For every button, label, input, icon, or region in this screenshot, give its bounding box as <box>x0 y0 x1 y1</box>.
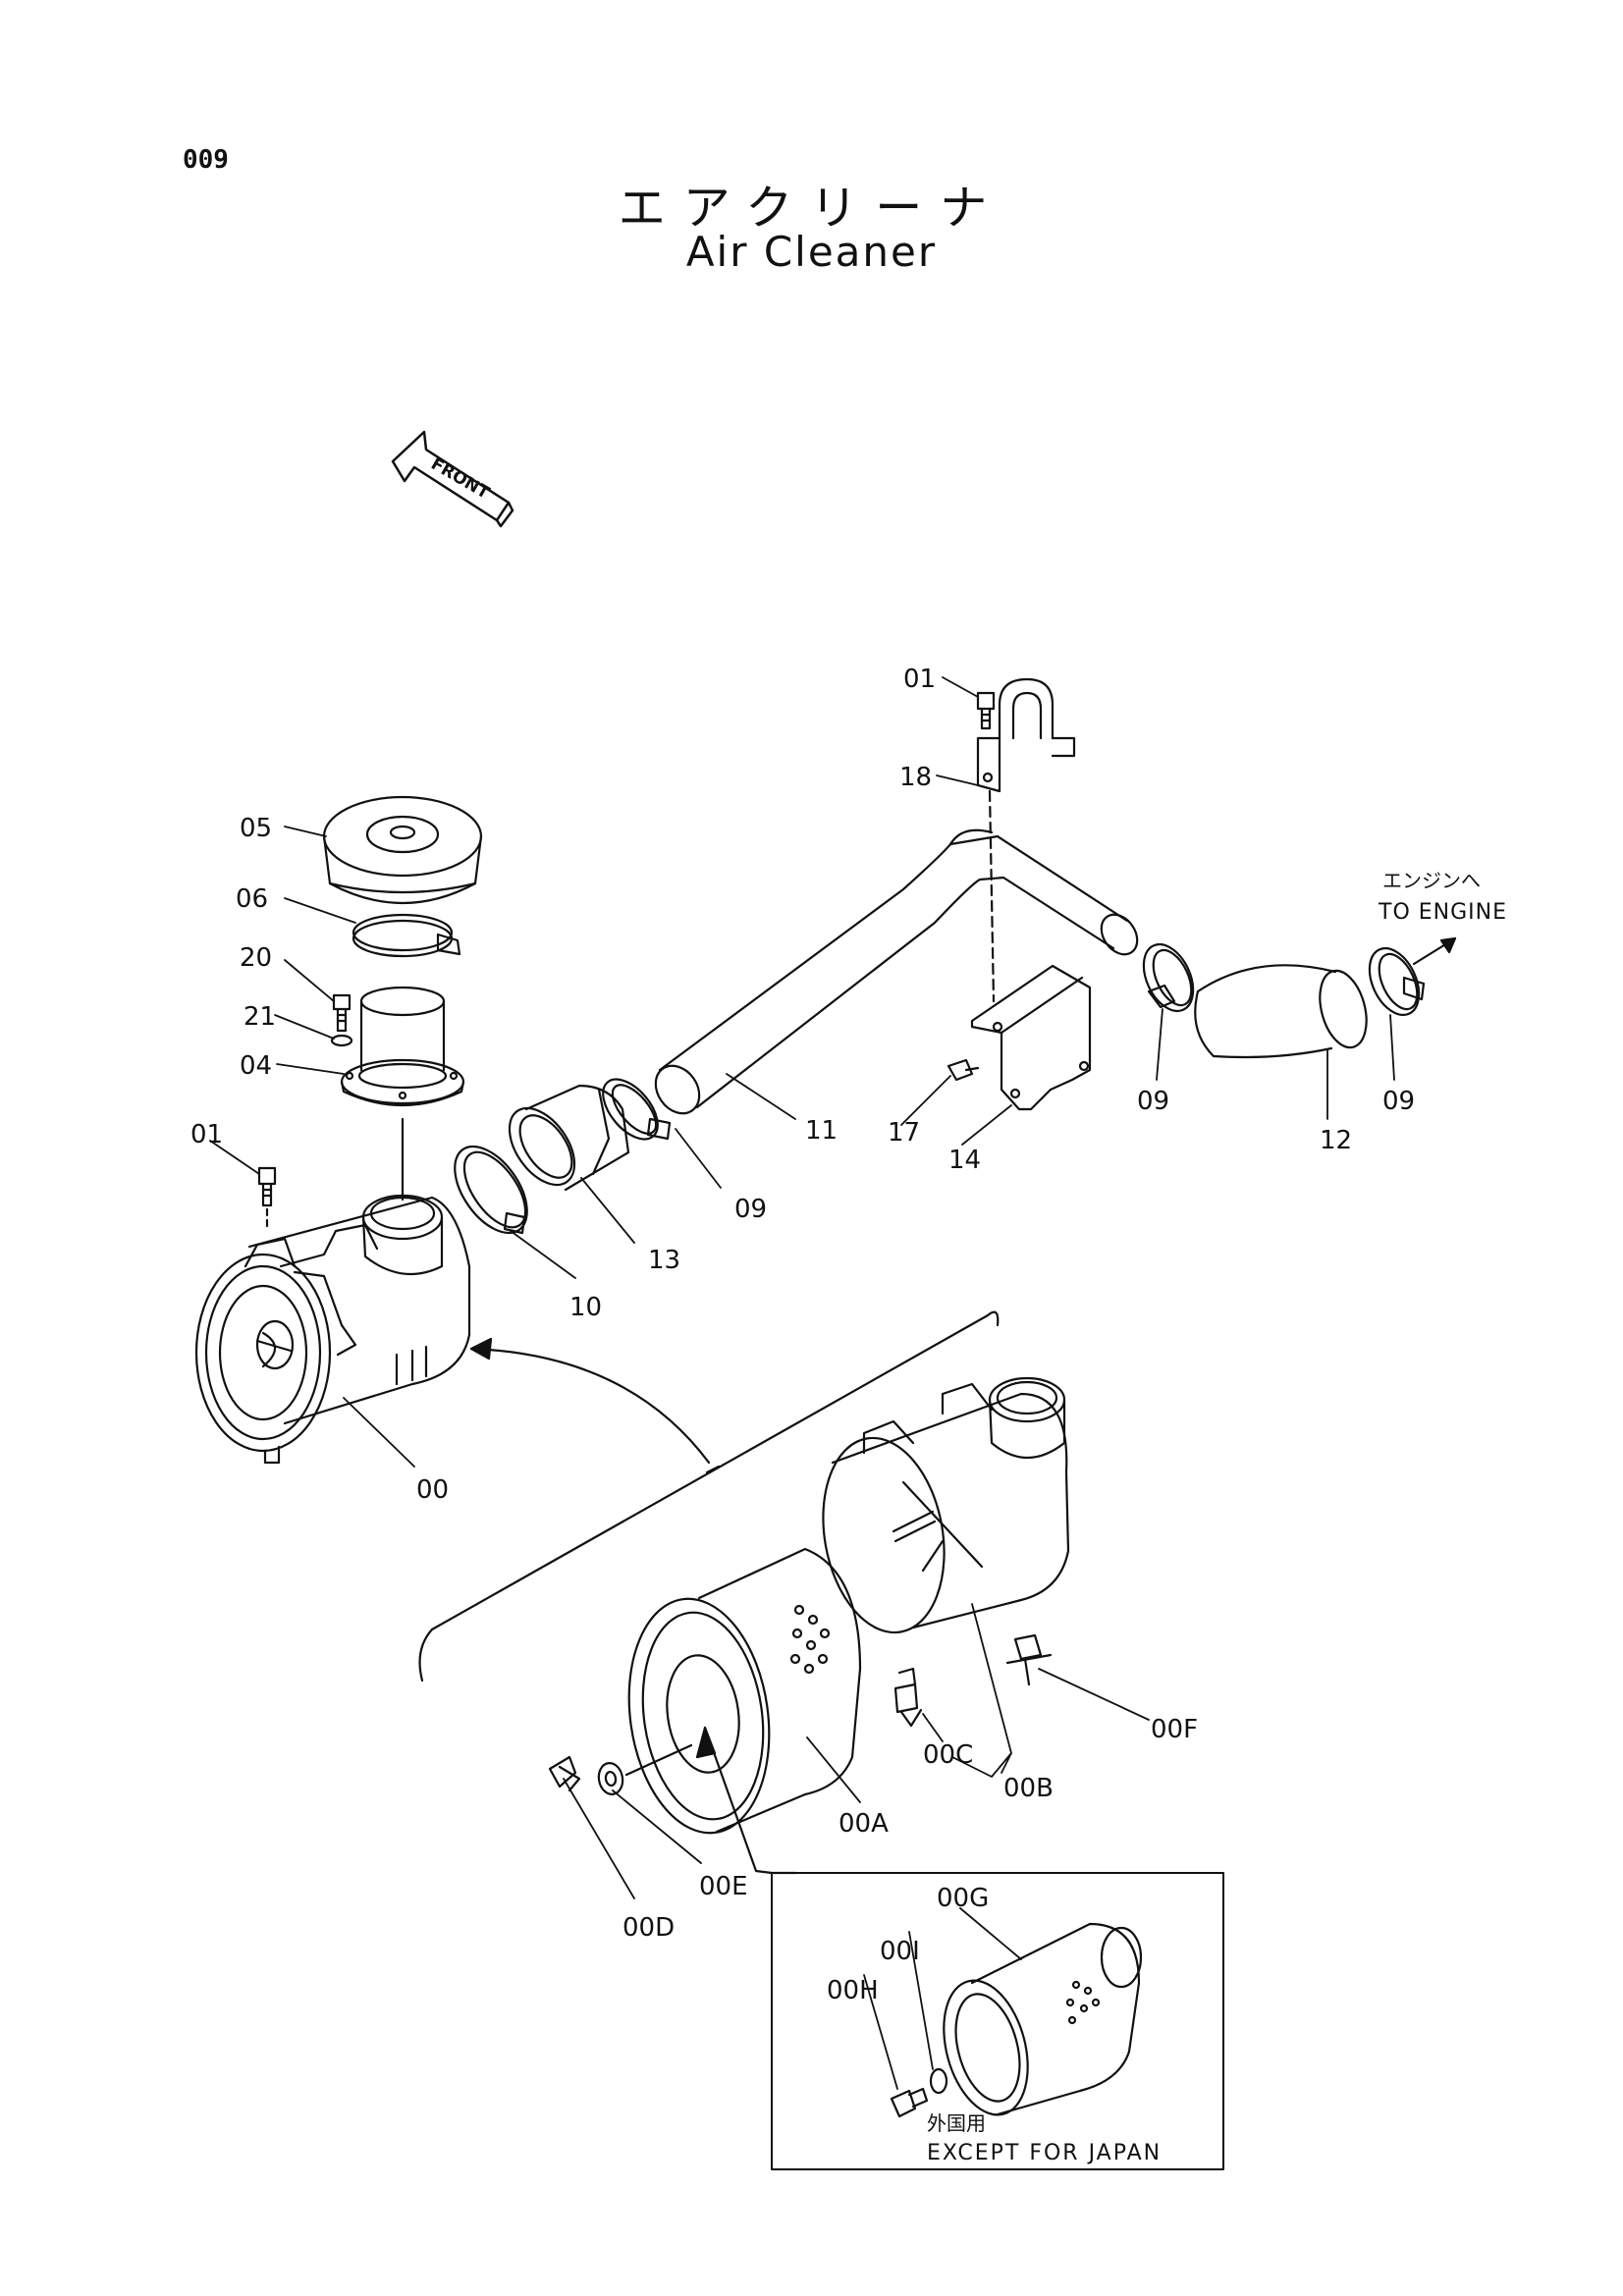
inset-except-for-japan <box>770 1871 1224 2170</box>
callout-12: 12 <box>1320 1126 1352 1155</box>
clamp-10 <box>454 1145 528 1235</box>
bolt-17 <box>947 1058 980 1082</box>
callout-17: 17 <box>888 1118 920 1148</box>
washer-00I <box>929 2067 948 2095</box>
housing-00B <box>822 1376 1070 1634</box>
callout-20: 20 <box>240 943 272 973</box>
wing-nut-00D <box>548 1755 581 1792</box>
callout-13: 13 <box>648 1246 680 1275</box>
callout-00D: 00D <box>622 1913 675 1943</box>
except-japan-en: EXCEPT FOR JAPAN <box>927 2141 1162 2165</box>
callout-18: 18 <box>899 763 932 792</box>
tube-04 <box>340 986 465 1107</box>
washer-00E <box>597 1762 624 1795</box>
callout-00F: 00F <box>1151 1715 1198 1744</box>
hose-12 <box>1194 964 1368 1059</box>
note-labels: エンジンへ TO ENGINE 外国用 EXCEPT FOR JAPAN <box>927 869 1507 2165</box>
callout-09-right-a: 09 <box>1137 1087 1169 1116</box>
filter-00G <box>943 1922 1143 2116</box>
clamp-06 <box>352 913 461 958</box>
washer-21 <box>330 1034 353 1047</box>
callout-00B: 00B <box>1003 1774 1054 1803</box>
air-cleaner-assembly-00 <box>194 1194 471 1465</box>
valve-00F <box>1005 1633 1053 1686</box>
title-japanese: エアクリーナ <box>618 181 1005 236</box>
callout-06: 06 <box>236 884 268 914</box>
bolt-01-top <box>976 691 996 730</box>
callout-01-left: 01 <box>190 1120 223 1149</box>
assembly-arrow <box>469 1337 711 1465</box>
clamp-09-right-b <box>1368 946 1426 1017</box>
elbow-13 <box>508 1084 630 1192</box>
callout-01-top: 01 <box>903 665 936 694</box>
nipple-00C <box>893 1667 923 1728</box>
to-engine-arrow <box>1412 936 1457 966</box>
clamp-09-mid <box>602 1078 672 1141</box>
callout-14: 14 <box>948 1146 981 1175</box>
inset-pointer <box>695 1726 774 1875</box>
to-engine-en: TO ENGINE <box>1378 900 1507 925</box>
exploded-view-bracket <box>418 1310 1000 1682</box>
callout-00I: 00I <box>880 1937 920 1966</box>
leader-lines <box>209 676 1395 2090</box>
callout-00E: 00E <box>699 1872 748 1901</box>
bolt-20 <box>332 993 352 1033</box>
callout-00C: 00C <box>923 1740 973 1770</box>
callout-00A: 00A <box>839 1809 889 1839</box>
callout-09-right-b: 09 <box>1382 1087 1415 1116</box>
bracket-18 <box>976 677 1076 793</box>
callout-11: 11 <box>805 1116 838 1146</box>
callout-labels: 01 18 05 06 20 21 04 01 09 12 09 17 14 1… <box>190 665 1415 2005</box>
callout-21: 21 <box>243 1002 276 1032</box>
front-arrow: FRONT <box>391 430 514 528</box>
title-english: Air Cleaner <box>685 228 938 276</box>
callout-04: 04 <box>240 1051 272 1081</box>
bolt-01-left <box>257 1166 277 1207</box>
callout-05: 05 <box>240 814 272 843</box>
callout-10: 10 <box>569 1293 602 1322</box>
bracket-14 <box>970 964 1092 1111</box>
cover-05 <box>322 795 483 904</box>
callout-09-mid: 09 <box>734 1195 767 1224</box>
filter-element-00A <box>627 1547 862 1835</box>
page-number: 009 <box>183 145 229 175</box>
callout-00: 00 <box>416 1475 449 1505</box>
pipe-11 <box>654 828 1139 1115</box>
clamp-09-right-a <box>1142 942 1195 1013</box>
callout-00H: 00H <box>827 1976 879 2005</box>
bolt-00H <box>890 2087 929 2118</box>
except-japan-jp: 外国用 <box>927 2111 986 2135</box>
to-engine-jp: エンジンへ <box>1382 869 1481 892</box>
callout-00G: 00G <box>937 1884 989 1913</box>
